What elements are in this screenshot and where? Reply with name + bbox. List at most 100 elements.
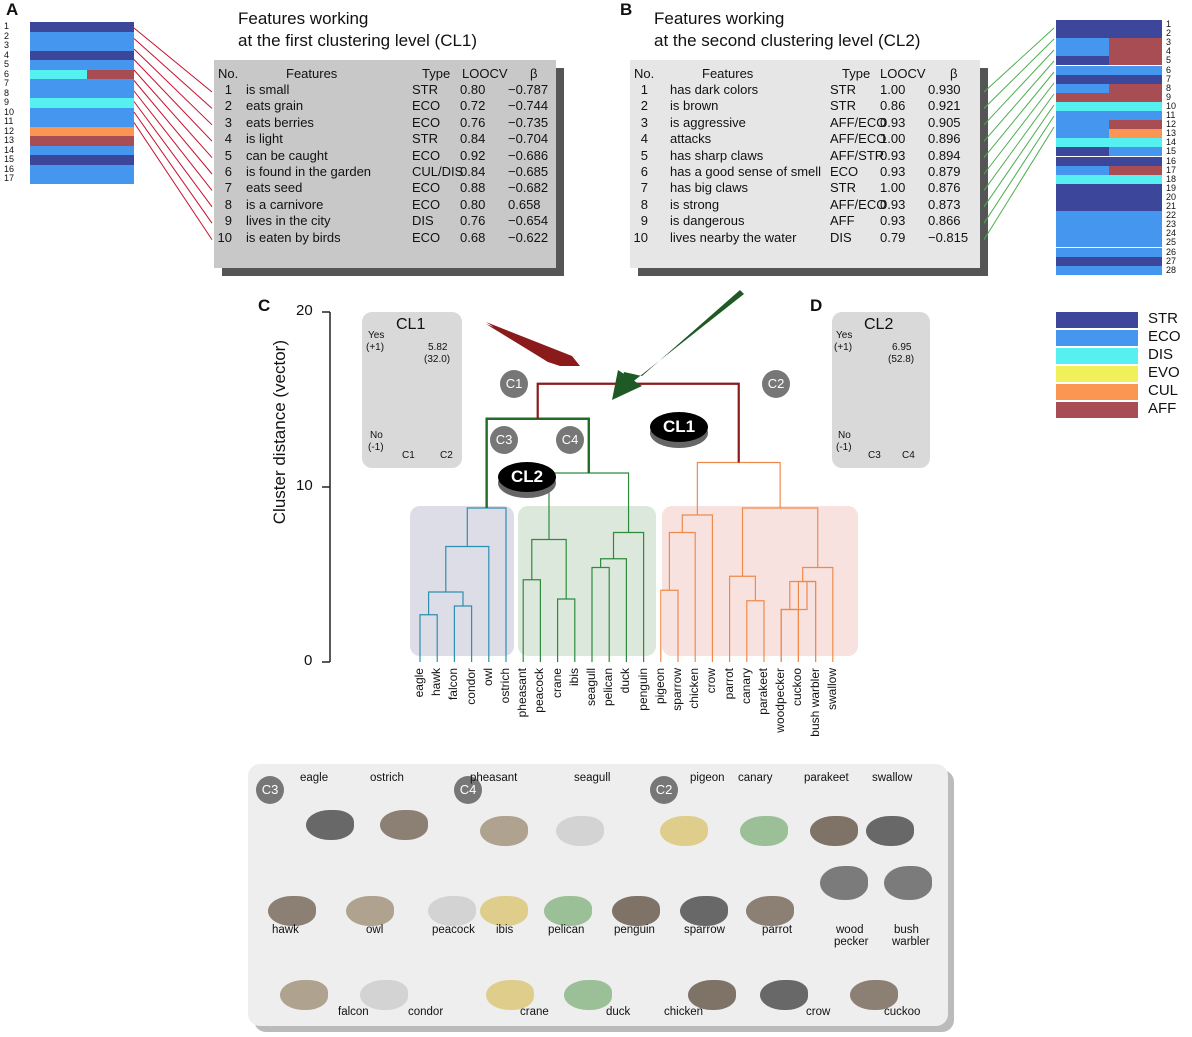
duck-photo [564,980,612,1010]
cell-beta: 0.930 [928,82,961,97]
header-beta: β [950,66,958,81]
cell-type: ECO [830,164,859,179]
strip-cell [30,107,134,117]
woodpecker-photo [820,866,868,900]
pelican-name: pelican [548,924,585,936]
legend-label: DIS [1148,346,1174,363]
strip-cell [1056,229,1162,239]
connector-line-cl2 [983,49,1055,126]
strip-number: 17 [4,173,15,184]
strip-number: 16 [1166,155,1177,166]
peacock-name: peacock [432,924,475,936]
strip-cell [1109,47,1162,57]
strip-cell [1056,256,1162,266]
strip-cell [1056,83,1109,93]
cell-beta: −0.654 [508,213,549,229]
header-loocv: LOOCV [462,66,508,81]
strip-number: 4 [1166,46,1172,57]
inset-cl2-yes: Yes [836,330,853,341]
cell-beta: −0.685 [508,164,549,179]
connector-line-cl2 [983,115,1055,224]
cluster-c3-box [410,506,514,656]
cell-feature: eats seed [246,180,303,196]
ibis-name: ibis [496,924,514,936]
connector-line-cl1 [133,27,213,93]
cell-type: STR [830,180,856,196]
inset-cl2-title: CL2 [864,316,894,333]
strip-number: 8 [1166,82,1172,93]
cell-loocv: 0.76 [460,114,486,130]
chicken-name: chicken [664,1006,703,1018]
strip-number: 15 [4,154,15,165]
cell-no: 10 [633,229,648,245]
cell-feature: is light [246,131,283,147]
connector-line-cl2 [983,82,1055,175]
strip-number: 5 [4,59,10,70]
connector-line-cl2 [983,38,1055,109]
cell-no: 2 [224,98,232,114]
legend-label: CUL [1148,382,1179,399]
strip-cell [1056,192,1162,202]
seagull-photo [556,816,604,846]
inset-cl1: CL1 Yes (+1) No (-1) 5.82 (32.0) C1 C2 [362,312,462,468]
header-no: No. [218,66,239,81]
cell-loocv: 0.93 [880,164,906,179]
cell-loocv: 0.84 [460,164,486,179]
strip-cell [87,69,134,79]
cell-feature: attacks [670,131,712,147]
inset-cl2-no-val: (-1) [836,442,852,453]
crow-photo [760,980,808,1010]
photo-group-c3-badge: C3 [256,776,284,804]
connector-line-cl1 [133,122,213,240]
cell-loocv: 1.00 [880,131,906,147]
strip-cell [1109,38,1162,48]
strip-cell [30,155,134,165]
legend-label: AFF [1148,400,1177,417]
cell-type: STR [830,98,856,114]
cell-feature: is dangerous [670,213,745,229]
strip-number: 7 [4,78,10,89]
cell-loocv: 0.80 [460,196,486,212]
cell-type: ECO [412,98,441,114]
condor-photo [360,980,408,1010]
cell-loocv: 0.80 [460,82,486,97]
sparrow-photo [680,896,728,926]
crane-name: crane [520,1006,549,1018]
cell-beta: 0.894 [928,147,961,163]
strip-cell [30,50,134,60]
cell-loocv: 0.93 [880,213,906,229]
inset-cl2-stat1: 6.95 [892,342,912,353]
penguin-name: penguin [614,924,655,936]
strip-cell [1056,74,1162,84]
cell-no: 9 [640,213,648,229]
strip-number: 18 [1166,173,1177,184]
header-loocv: LOOCV [880,66,926,81]
cell-loocv: 0.92 [460,147,486,163]
ostrich-name: ostrich [370,772,404,784]
cell-feature: is aggressive [670,114,746,130]
pheasant-photo [480,816,528,846]
strip-cell [1056,29,1162,39]
strip-cell [1056,47,1109,57]
bushwarbler2-name: warbler [892,936,930,948]
strip-cell [1056,183,1162,193]
strip-cell [1056,120,1109,130]
cuckoo-name: cuckoo [884,1006,921,1018]
legend-swatch [1056,312,1138,328]
strip-cell [1056,111,1162,121]
chicken-photo [688,980,736,1010]
cell-no: 9 [224,213,232,229]
strip-cell [1056,247,1162,257]
inset-cl1-stat2: (32.0) [424,354,451,365]
cell-loocv: 0.79 [880,229,906,245]
ostrich-photo [380,810,428,840]
cell-beta: −0.682 [508,180,549,196]
cell-loocv: 0.93 [880,147,906,163]
